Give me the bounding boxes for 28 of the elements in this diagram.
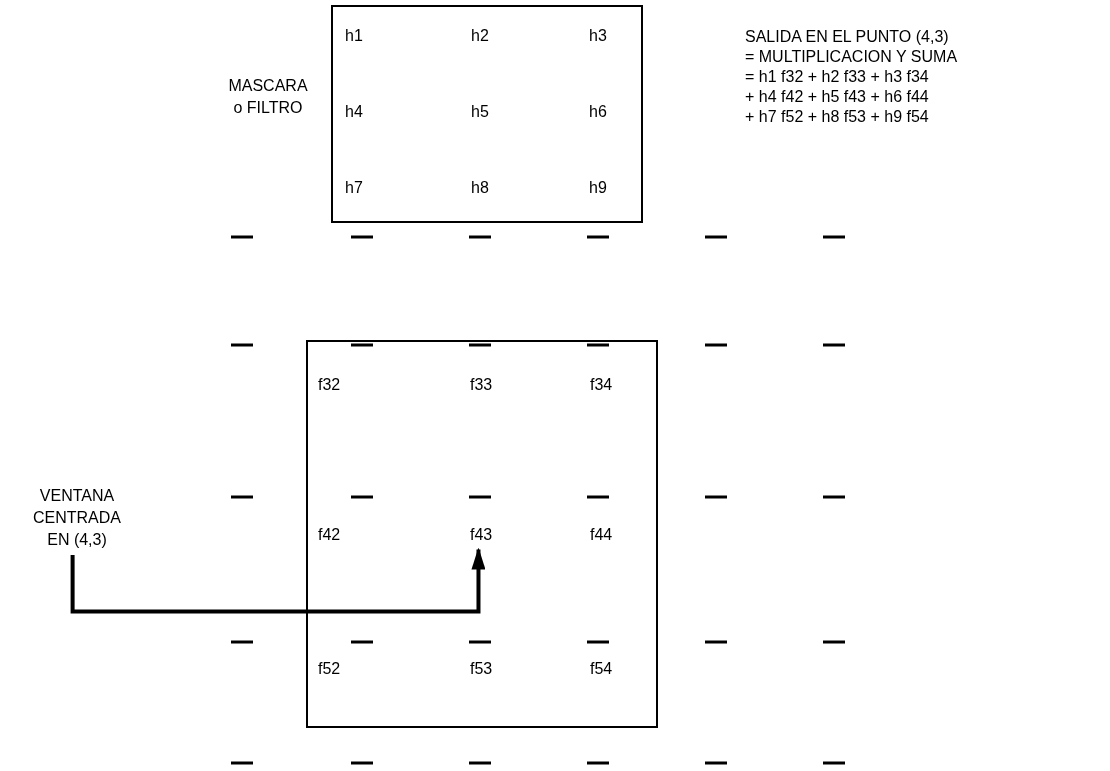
formula-line: = MULTIPLICACION Y SUMA <box>745 48 958 66</box>
window-caption: VENTANA CENTRADA EN (4,3) <box>22 485 132 551</box>
cell-label: h1 <box>345 27 363 45</box>
matrix-box <box>331 5 643 223</box>
cell-label: h3 <box>589 27 607 45</box>
cell-label: h7 <box>345 179 363 197</box>
cell-label: f42 <box>318 526 341 544</box>
cell-label: f33 <box>470 376 493 394</box>
formula-line: + h4 f42 + h5 f43 + h6 f44 <box>745 88 929 106</box>
cell-label: f34 <box>590 376 613 394</box>
mask-caption: MASCARA o FILTRO <box>227 76 309 118</box>
cell-label: f44 <box>590 526 613 544</box>
cell-label: h5 <box>471 103 489 121</box>
matrix-box <box>306 340 658 728</box>
cell-label: f54 <box>590 660 613 678</box>
formula-line: = h1 f32 + h2 f33 + h3 f34 <box>745 68 929 86</box>
formula-heading: SALIDA EN EL PUNTO (4,3) <box>745 28 949 46</box>
cell-label: f52 <box>318 660 341 678</box>
cell-label: f53 <box>470 660 493 678</box>
cell-label: h2 <box>471 27 489 45</box>
cell-label: f43 <box>470 526 493 544</box>
arrow <box>70 547 486 614</box>
cell-label: h4 <box>345 103 363 121</box>
cell-label: h9 <box>589 179 607 197</box>
formula-line: + h7 f52 + h8 f53 + h9 f54 <box>745 108 929 126</box>
cell-label: f32 <box>318 376 341 394</box>
cell-label: h8 <box>471 179 489 197</box>
cell-label: h6 <box>589 103 607 121</box>
